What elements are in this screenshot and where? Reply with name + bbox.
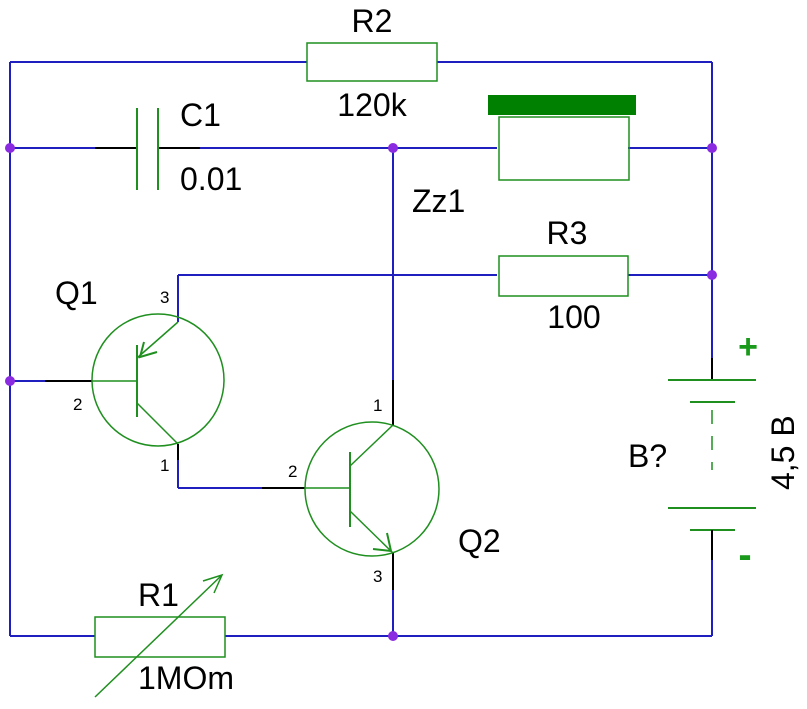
zz1-bar — [488, 95, 636, 115]
battery-b[interactable]: + - B? 4,5 B — [628, 328, 801, 577]
q1-pin-collector: 1 — [160, 456, 169, 475]
r3-value-label: 100 — [547, 299, 600, 335]
q2-pin-emitter: 3 — [373, 567, 382, 586]
c1-ref-label: C1 — [180, 97, 221, 133]
q1-pin-base: 2 — [73, 395, 82, 414]
q2-ref-label: Q2 — [458, 523, 501, 559]
battery-voltage-label: 4,5 B — [765, 415, 801, 490]
junction-dots — [5, 143, 717, 641]
r1-value-label: 1MOm — [138, 660, 234, 696]
resistor-r2[interactable]: R2 120k — [306, 3, 438, 123]
q1-ref-label: Q1 — [55, 275, 98, 311]
r2-value-label: 120k — [337, 87, 407, 123]
capacitor-c1[interactable]: C1 0.01 — [95, 97, 242, 197]
r2-ref-label: R2 — [352, 3, 393, 39]
transistor-q1[interactable]: Q1 2 3 1 — [45, 275, 225, 475]
q2-pin-base: 2 — [288, 462, 297, 481]
resistor-r3[interactable]: R3 100 — [498, 215, 629, 335]
junction-dot — [5, 376, 15, 386]
wires — [9, 61, 713, 637]
battery-minus-sign: - — [738, 533, 751, 577]
junction-dot — [388, 143, 398, 153]
battery-ref-label: B? — [628, 438, 667, 474]
device-zz1[interactable]: Zz1 — [412, 95, 636, 219]
q1-pin-emitter: 3 — [160, 288, 169, 307]
r1-ref-label: R1 — [138, 577, 179, 613]
junction-dot — [388, 631, 398, 641]
junction-dot — [707, 143, 717, 153]
c1-value-label: 0.01 — [180, 161, 242, 197]
battery-plus-sign: + — [738, 328, 758, 366]
zz1-ref-label: Zz1 — [412, 183, 465, 219]
transistor-q2[interactable]: Q2 2 1 3 — [262, 380, 501, 590]
junction-dot — [5, 143, 15, 153]
q2-pin-collector: 1 — [373, 396, 382, 415]
junction-dot — [707, 270, 717, 280]
variable-resistor-r1[interactable]: R1 1MOm — [94, 573, 234, 698]
r3-ref-label: R3 — [547, 215, 588, 251]
